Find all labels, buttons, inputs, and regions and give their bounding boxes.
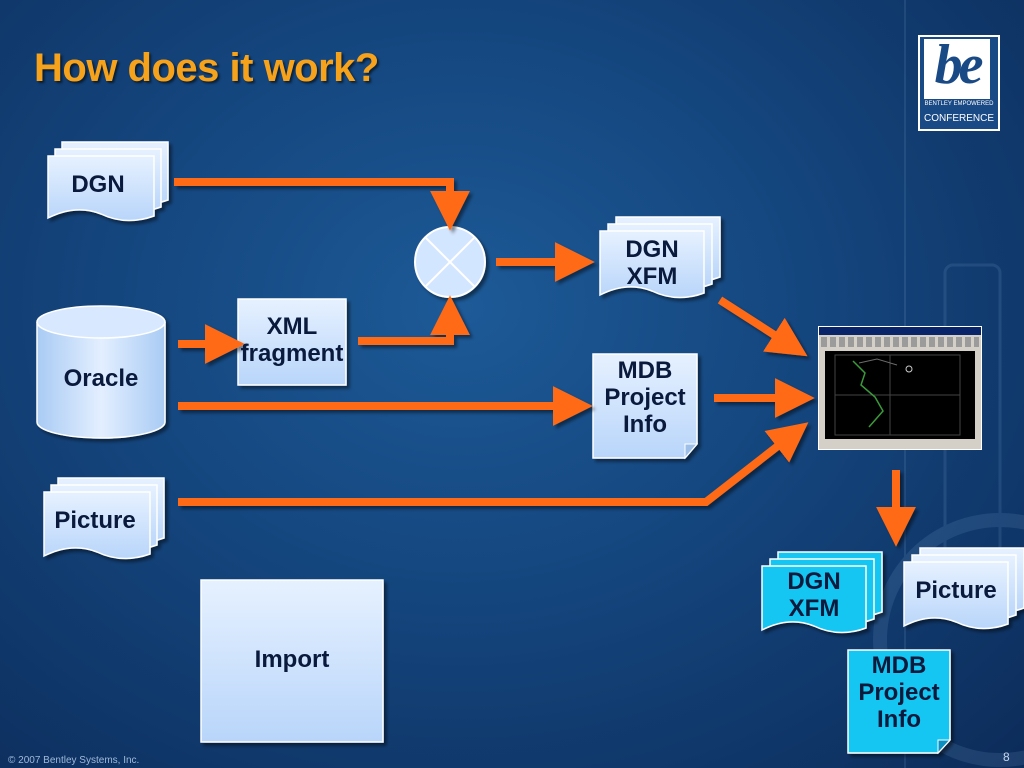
output-mdb-line2: Project — [858, 678, 940, 706]
dgn-xfm-label: DGN XFM — [600, 236, 704, 291]
output-picture-label: Picture — [915, 577, 997, 604]
oracle-label: Oracle — [63, 365, 139, 392]
map-drawing — [834, 354, 961, 436]
output-picture-doc — [903, 547, 1024, 630]
output-dgn-xfm-doc — [761, 551, 883, 634]
xml-fragment-box — [237, 298, 347, 386]
app-screenshot-thumbnail — [818, 326, 982, 450]
import-label: Import — [254, 646, 330, 673]
output-mdb-line1: MDB — [871, 652, 927, 679]
app-map-view — [825, 351, 975, 439]
mdb-line2: Project — [604, 383, 686, 411]
dgn-source-label: DGN — [71, 171, 125, 198]
output-dgn-xfm-label: DGN XFM — [762, 568, 866, 623]
dgn-xfm-line2: XFM — [626, 262, 678, 290]
oracle-database — [36, 305, 166, 439]
output-dgn-line1: DGN — [787, 568, 841, 595]
mdb-line1: MDB — [617, 357, 673, 384]
xml-label-line2: fragment — [240, 339, 344, 367]
app-titlebar — [819, 327, 981, 335]
mdb-fold-corner — [684, 443, 699, 460]
arrow-dgnxfm-to-app — [717, 296, 808, 357]
picture-source-label: Picture — [54, 507, 136, 534]
mdb-line3: Info — [623, 410, 667, 438]
arrow-xml-to-merge — [358, 295, 470, 345]
dgn-xfm-doc — [599, 216, 721, 299]
mdb-project-info-label: MDB Project Info — [593, 357, 697, 439]
page-number: 8 — [1003, 750, 1010, 764]
merge-node — [414, 226, 486, 298]
dgn-xfm-line1: DGN — [625, 236, 679, 263]
output-mdb-fold-corner — [937, 739, 952, 755]
logo-tagline: BENTLEY EMPOWERED — [924, 101, 994, 107]
xml-label-line1: XML — [266, 313, 318, 340]
output-dgn-line2: XFM — [788, 594, 840, 622]
app-toolbar — [821, 337, 979, 347]
logo-sub: CONFERENCE — [923, 113, 994, 124]
output-mdb-line3: Info — [877, 705, 921, 733]
arrow-dgn-to-merge — [174, 178, 470, 231]
logo-mark: be — [924, 34, 990, 99]
arrow-picture-to-app — [178, 422, 809, 506]
import-box — [200, 579, 384, 743]
picture-source-doc — [43, 477, 165, 560]
page-title: How does it work? — [34, 46, 379, 90]
dgn-source-doc — [47, 141, 169, 222]
output-mdb-label: MDB Project Info — [848, 652, 950, 734]
xml-fragment-label: XML fragment — [238, 313, 346, 368]
copyright-footer: © 2007 Bentley Systems, Inc. — [8, 755, 140, 766]
be-conference-logo: be BENTLEY EMPOWERED CONFERENCE — [918, 34, 1000, 131]
